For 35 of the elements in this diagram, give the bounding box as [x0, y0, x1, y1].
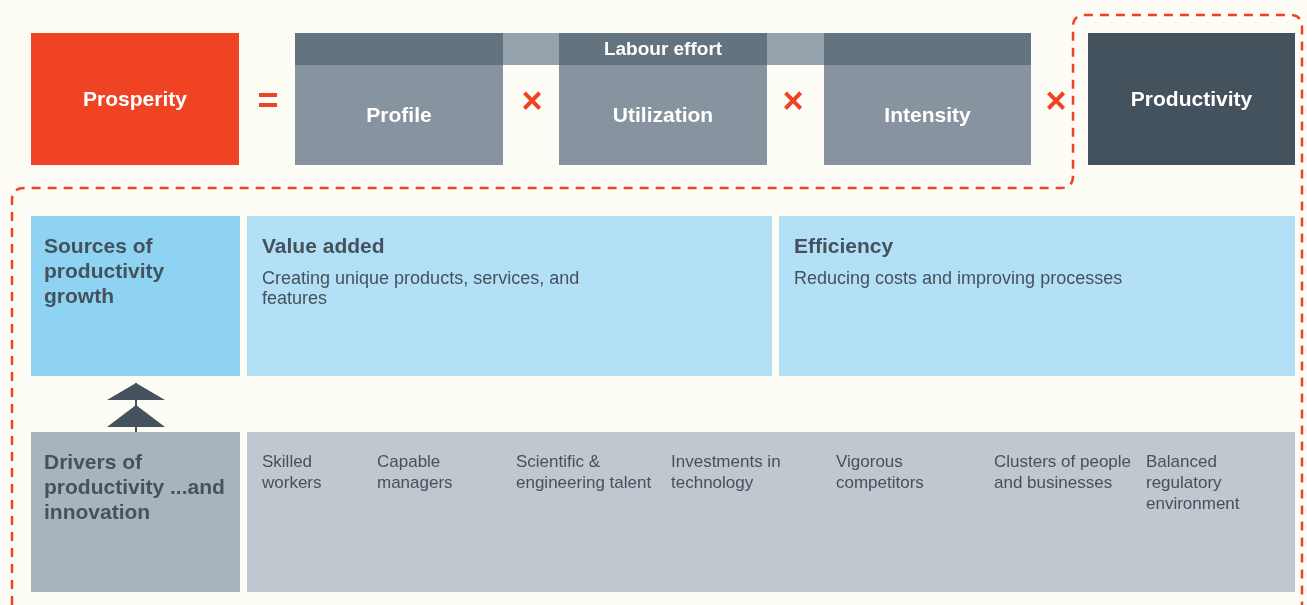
- driver-text: Balanced regulatory environment: [1146, 451, 1241, 514]
- driver-text: Skilled workers: [262, 451, 323, 493]
- group-band: [295, 33, 1031, 65]
- driver-text: Investments in technology: [671, 451, 782, 493]
- box-label: Profile: [366, 102, 432, 129]
- box-label: Prosperity: [83, 86, 187, 113]
- factor-box: [1088, 33, 1295, 165]
- box-label: Intensity: [884, 102, 971, 129]
- category-heading: Value added: [262, 233, 386, 258]
- category-heading: Efficiency: [794, 233, 895, 258]
- driver-text: Scientific & engineering talent: [516, 451, 653, 493]
- result-box: [31, 33, 239, 165]
- category-box: [31, 432, 240, 592]
- category-description: Creating unique products, services, and features: [262, 268, 581, 308]
- box-label: Utilization: [612, 102, 714, 129]
- category-box: [779, 216, 1295, 376]
- category-description: Reducing costs and improving processes: [794, 268, 1124, 288]
- category-heading: Drivers of productivity ...and innovation: [44, 449, 226, 524]
- driver-text: Clusters of people and businesses: [994, 451, 1133, 493]
- drivers-panel: [247, 432, 1295, 592]
- factor-box: [295, 65, 503, 165]
- driver-text: Vigorous competitors: [836, 451, 925, 493]
- equals-sign: =: [257, 83, 279, 119]
- double-chevron-arrow: [107, 382, 165, 433]
- category-box: [247, 216, 772, 376]
- box-label: Productivity: [1130, 86, 1253, 113]
- factor-box: [559, 65, 767, 165]
- factor-box: [824, 65, 1031, 165]
- category-heading: Sources of productivity growth: [44, 233, 166, 308]
- multiply-sign: ×: [521, 83, 543, 119]
- multiply-sign: ×: [1045, 83, 1067, 119]
- driver-text: Capable managers: [377, 451, 454, 493]
- band-label: Labour effort: [603, 36, 723, 61]
- multiply-sign: ×: [782, 83, 804, 119]
- category-box: [31, 216, 240, 376]
